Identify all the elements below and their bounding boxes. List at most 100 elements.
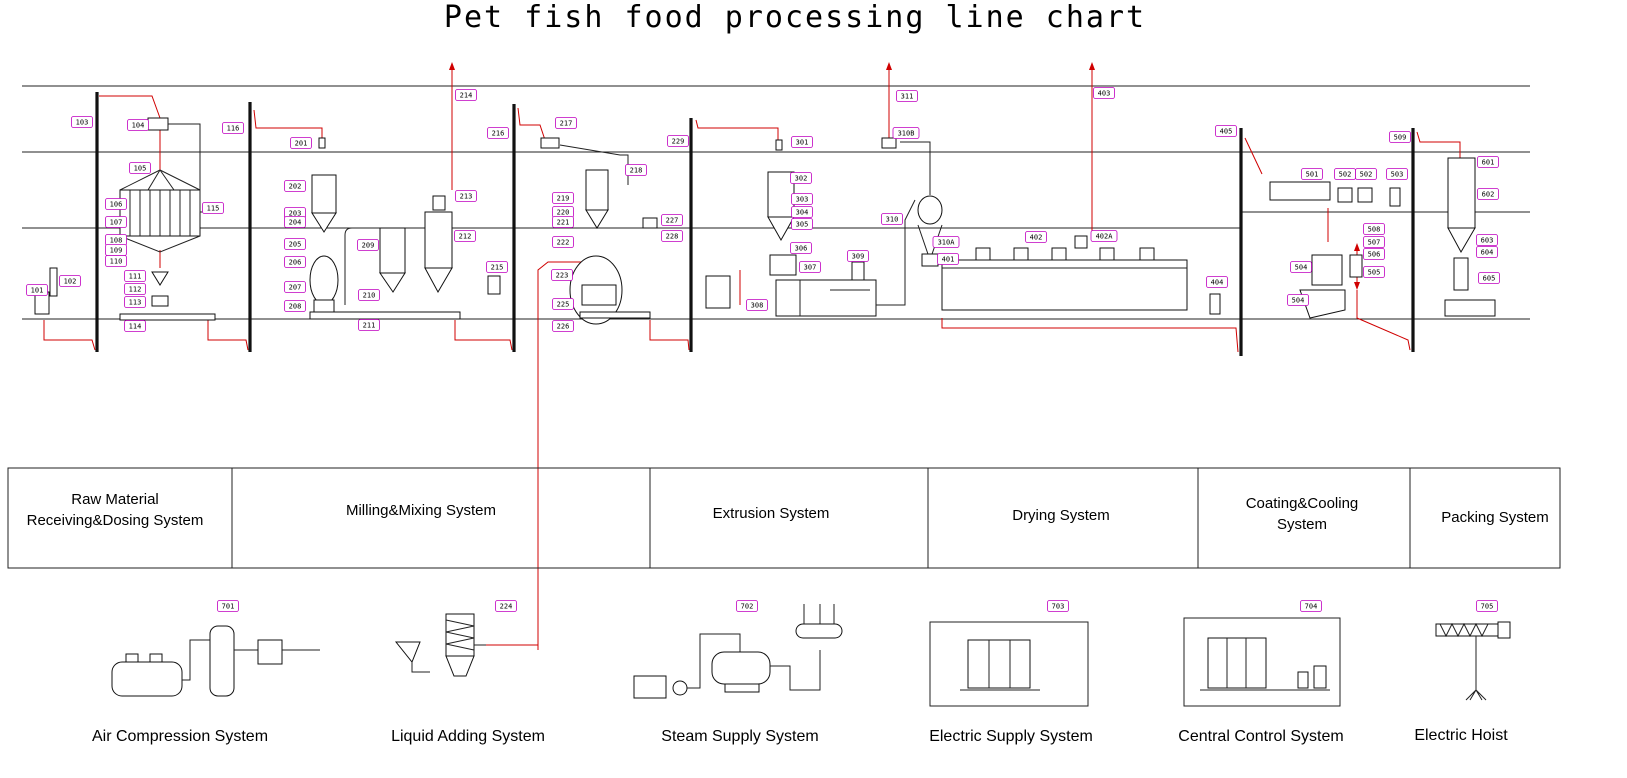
equipment-tag: 211 [358,319,380,331]
equipment-tag: 113 [124,296,146,308]
equipment-tag: 210 [358,289,380,301]
system-label: Receiving&Dosing System [27,512,204,529]
equipment-tag: 109 [105,244,127,256]
equipment-tag: 202 [284,180,306,192]
equipment-tag: 508 [1363,223,1385,235]
svg-text:401: 401 [942,256,955,264]
svg-text:704: 704 [1305,603,1318,611]
electric-hoist-drawing [1435,621,1511,701]
svg-text:308: 308 [751,302,764,310]
svg-text:403: 403 [1098,90,1111,98]
equipment-tag: 601 [1477,156,1499,168]
svg-text:307: 307 [804,264,817,272]
svg-text:109: 109 [110,247,123,255]
equipment-tag: 705 [1476,600,1498,612]
svg-text:309: 309 [852,253,865,261]
svg-text:210: 210 [363,292,376,300]
svg-text:603: 603 [1481,237,1494,245]
equipment-tag: 402A [1090,230,1118,242]
svg-text:203: 203 [289,210,302,218]
equipment-tag: 104 [127,119,149,131]
system-label: Coating&Cooling [1246,495,1359,512]
equipment-tag: 108 [105,234,127,246]
svg-text:602: 602 [1482,191,1495,199]
equipment-tag: 502 [1355,168,1377,180]
equipment-tag: 220 [552,206,574,218]
equipment-tag: 101 [26,284,48,296]
system-label: Raw Material [71,491,159,508]
equipment-tag: 204 [284,216,306,228]
equipment-tag: 404 [1206,276,1228,288]
equipment-tag: 307 [799,261,821,273]
equipment-tag: 106 [105,198,127,210]
equipment-tag: 305 [791,218,813,230]
svg-text:225: 225 [557,301,570,309]
equipment-tag: 214 [455,89,477,101]
equipment-tag: 201 [290,137,312,149]
svg-text:502: 502 [1339,171,1352,179]
equipment-tag: 223 [551,269,573,281]
svg-text:507: 507 [1368,239,1381,247]
svg-text:116: 116 [227,125,240,133]
svg-text:207: 207 [289,284,302,292]
equipment-tag: 701 [217,600,239,612]
svg-text:502: 502 [1360,171,1373,179]
equipment-tag: 502 [1334,168,1356,180]
equipment-tag: 225 [552,298,574,310]
svg-text:113: 113 [129,299,142,307]
equipment-tag: 509 [1389,131,1411,143]
equipment-tag: 308 [746,299,768,311]
equipment-tag: 228 [661,230,683,242]
svg-text:213: 213 [460,193,473,201]
coating-cooling-equipment [1269,181,1401,319]
equipment-tag: 215 [486,261,508,273]
svg-text:219: 219 [557,195,570,203]
svg-text:111: 111 [129,273,142,281]
bucket-elevators [95,92,1415,356]
svg-text:202: 202 [289,183,302,191]
material-flow-lines [43,66,1461,650]
equipment-tag: 216 [487,127,509,139]
svg-text:211: 211 [363,322,376,330]
svg-text:105: 105 [134,165,147,173]
system-label: System [1277,516,1327,533]
svg-text:702: 702 [741,603,754,611]
equipment-tag: 310A [932,236,960,248]
svg-text:223: 223 [556,272,569,280]
floor-lines [22,85,1530,320]
svg-text:226: 226 [557,323,570,331]
svg-text:310: 310 [886,216,899,224]
equipment-tag: 217 [555,117,577,129]
svg-text:701: 701 [222,603,235,611]
central-control-drawing [1183,617,1341,707]
equipment-tag: 403 [1093,87,1115,99]
svg-text:509: 509 [1394,134,1407,142]
svg-text:303: 303 [796,196,809,204]
svg-text:506: 506 [1368,251,1381,259]
packing-equipment [1444,157,1496,317]
svg-text:106: 106 [110,201,123,209]
svg-text:703: 703 [1052,603,1065,611]
utility-label: Central Control System [1178,728,1343,745]
arrowheads [449,62,1360,290]
equipment-tag: 111 [124,270,146,282]
equipment-tag: 207 [284,281,306,293]
equipment-tag: 507 [1363,236,1385,248]
svg-text:108: 108 [110,237,123,245]
utility-label: Steam Supply System [661,728,818,745]
svg-text:508: 508 [1368,226,1381,234]
svg-text:216: 216 [492,130,505,138]
equipment-tag: 205 [284,238,306,250]
svg-text:305: 305 [796,221,809,229]
svg-text:221: 221 [557,219,570,227]
equipment-tag: 402 [1025,231,1047,243]
svg-text:114: 114 [129,323,142,331]
equipment-tag: 219 [552,192,574,204]
liquid-adding-drawing [394,613,486,677]
equipment-tag: 704 [1300,600,1322,612]
utility-label: Electric Hoist [1414,727,1508,744]
equipment-tag: 505 [1363,266,1385,278]
svg-text:208: 208 [289,303,302,311]
